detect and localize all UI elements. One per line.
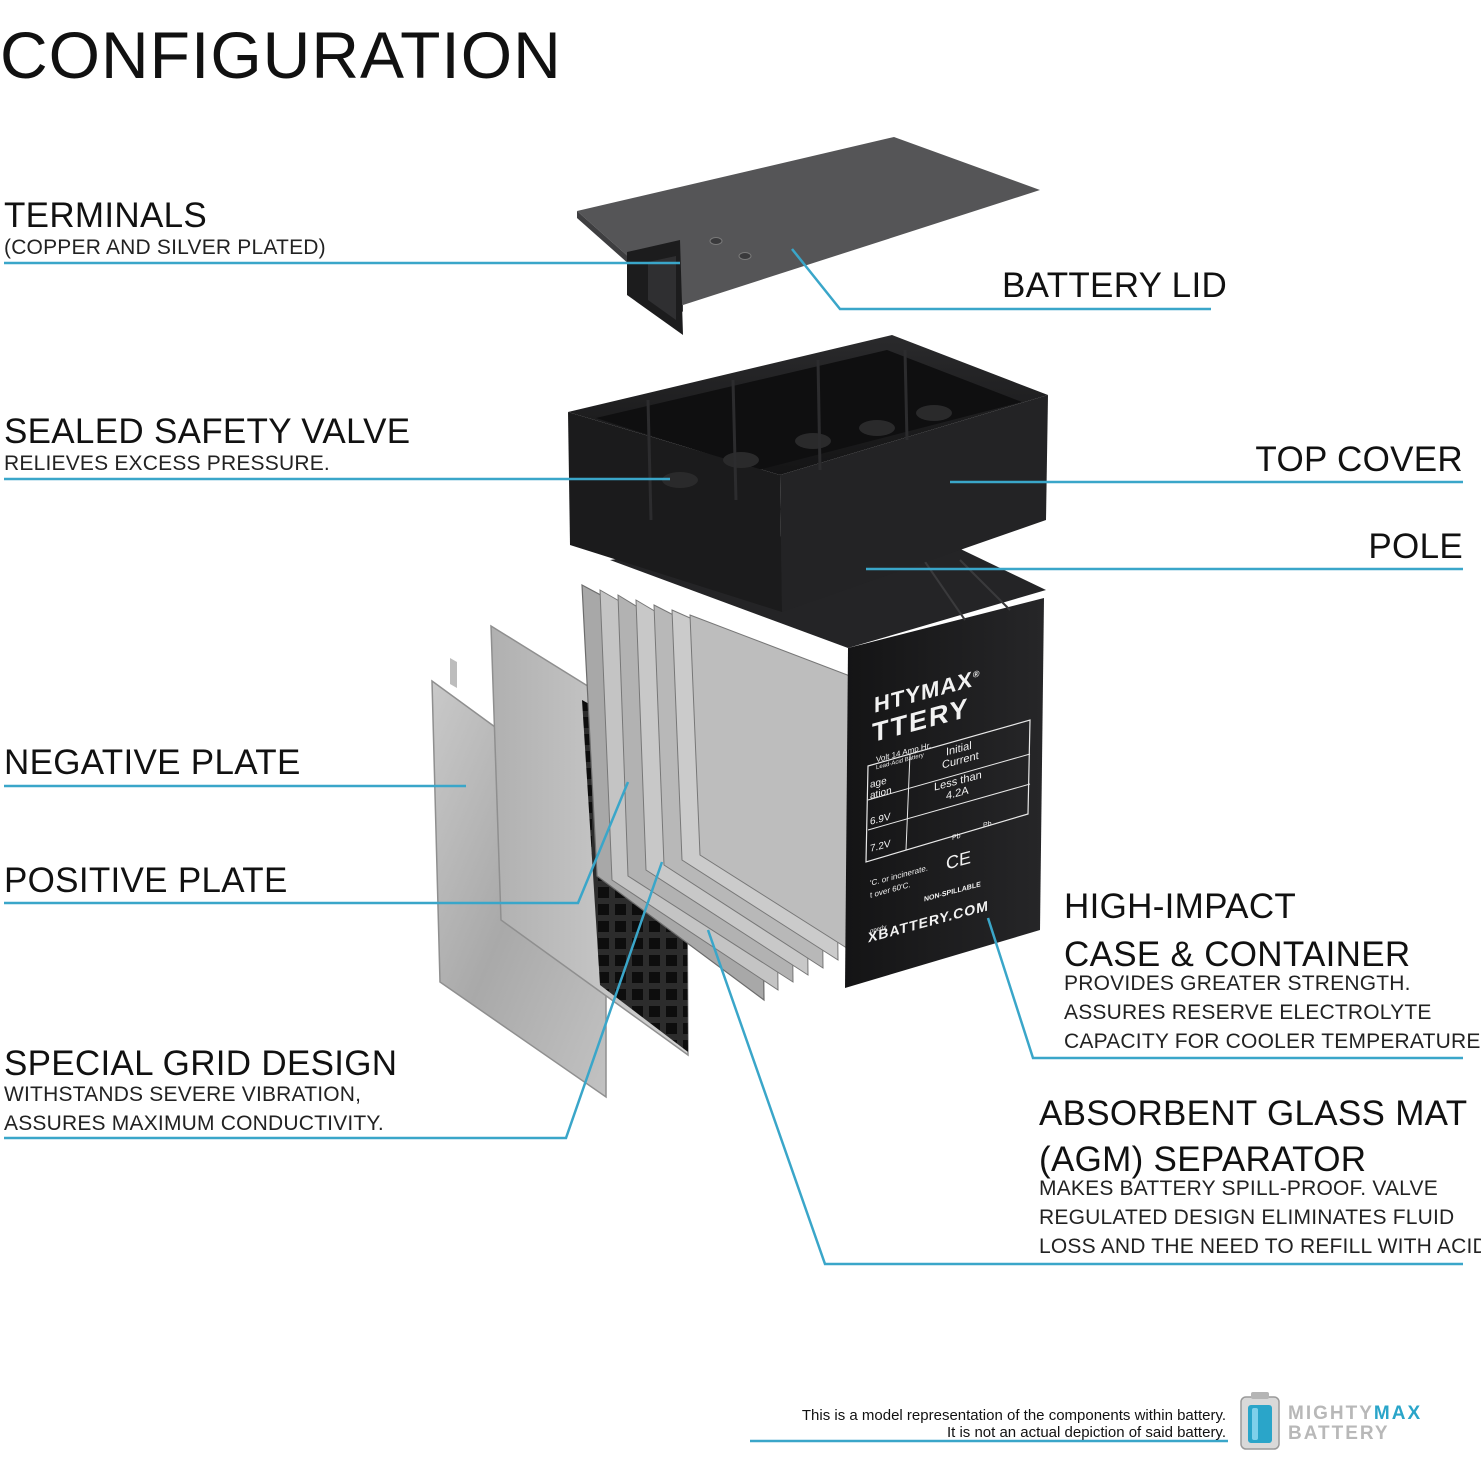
agm-heading-2: (AGM) SEPARATOR [1039,1140,1367,1180]
leader-lines [4,248,1463,1443]
footer-brand-max: MAX [1373,1403,1423,1424]
high-impact-sub-2: ASSURES RESERVE ELECTROLYTE [1064,1001,1432,1025]
grid-design-sub-2: ASSURES MAXIMUM CONDUCTIVITY. [4,1112,384,1136]
battery-pb-1: Pb [952,832,961,842]
high-impact-block: HIGH-IMPACT CASE & CONTAINER PROVIDES GR… [1064,887,1481,1057]
terminals-subtext: (COPPER AND SILVER PLATED) [4,236,326,259]
negative-plate-heading: NEGATIVE PLATE [4,743,301,782]
high-impact-sub-3: CAPACITY FOR COOLER TEMPERATURES. [1064,1030,1481,1054]
battery-ce-mark: CE [946,846,972,874]
battery-lid-heading: BATTERY LID [1002,266,1228,305]
battery-non-spillable: NON-SPILLABLE [924,881,981,904]
battery-pb-2: Pb [983,820,992,830]
battery-url: XBATTERY.COM [868,897,989,946]
grid-design-leader [4,861,664,1140]
footer-brand-mighty: MIGHTY [1288,1403,1374,1424]
footer-brand-logo: MIGHTYMAX BATTERY [1288,1404,1422,1444]
registered-mark: ® [972,667,981,681]
agm-heading-1: ABSORBENT GLASS MAT [1039,1094,1468,1133]
agm-leader [706,929,1463,1266]
high-impact-heading-2: CASE & CONTAINER [1064,935,1411,975]
grid-design-heading: SPECIAL GRID DESIGN [4,1044,398,1083]
sealed-valve-heading: SEALED SAFETY VALVE [4,412,411,451]
agm-sub-3: LOSS AND THE NEED TO REFILL WITH ACID. [1039,1235,1481,1259]
footer-brand-line-2: BATTERY [1288,1422,1390,1444]
case-label-frame [865,719,1031,863]
top-cover [568,335,1048,612]
grid-design-sub-1: WITHSTANDS SEVERE VIBRATION, [4,1083,362,1107]
agm-sub-2: REGULATED DESIGN ELIMINATES FLUID [1039,1206,1455,1230]
positive-plate-leader [4,781,630,905]
agm-block: ABSORBENT GLASS MAT (AGM) SEPARATOR MAKE… [1039,1094,1481,1262]
battery-row-1: 6.9V [870,811,891,828]
sealed-valve-subtext: RELIEVES EXCESS PRESSURE. [4,452,330,475]
footer-brand-line-1: MIGHTYMAX [1288,1404,1422,1424]
battery-row-2: 7.2V [870,838,891,855]
pole-heading: POLE [1368,527,1463,566]
positive-plate-heading: POSITIVE PLATE [4,861,288,900]
brand-battery-icon [1240,1392,1280,1450]
agm-sub-1: MAKES BATTERY SPILL-PROOF. VALVE [1039,1177,1438,1201]
page-title: CONFIGURATION [0,18,562,92]
footer-disclaimer: This is a model representation of the co… [802,1407,1226,1442]
terminals-heading: TERMINALS [4,196,208,235]
battery-lid-leader [791,248,1211,311]
battery-label-overlay: HTYMAX® TTERY Volt 14 Amp Hr. Lead-Acid … [866,592,1046,970]
grid-design-block: SPECIAL GRID DESIGN WITHSTANDS SEVERE VI… [4,1044,397,1139]
footer-note-1: This is a model representation of the co… [801,1407,1226,1424]
high-impact-sub-1: PROVIDES GREATER STRENGTH. [1064,972,1411,996]
battery-lid [577,137,1040,335]
high-impact-leader [986,917,1463,1060]
high-impact-heading-1: HIGH-IMPACT [1064,887,1297,926]
plate-stack [581,583,854,1002]
top-cover-heading: TOP COVER [1255,440,1463,479]
footer-note-2: It is not an actual depiction of said ba… [946,1424,1226,1442]
